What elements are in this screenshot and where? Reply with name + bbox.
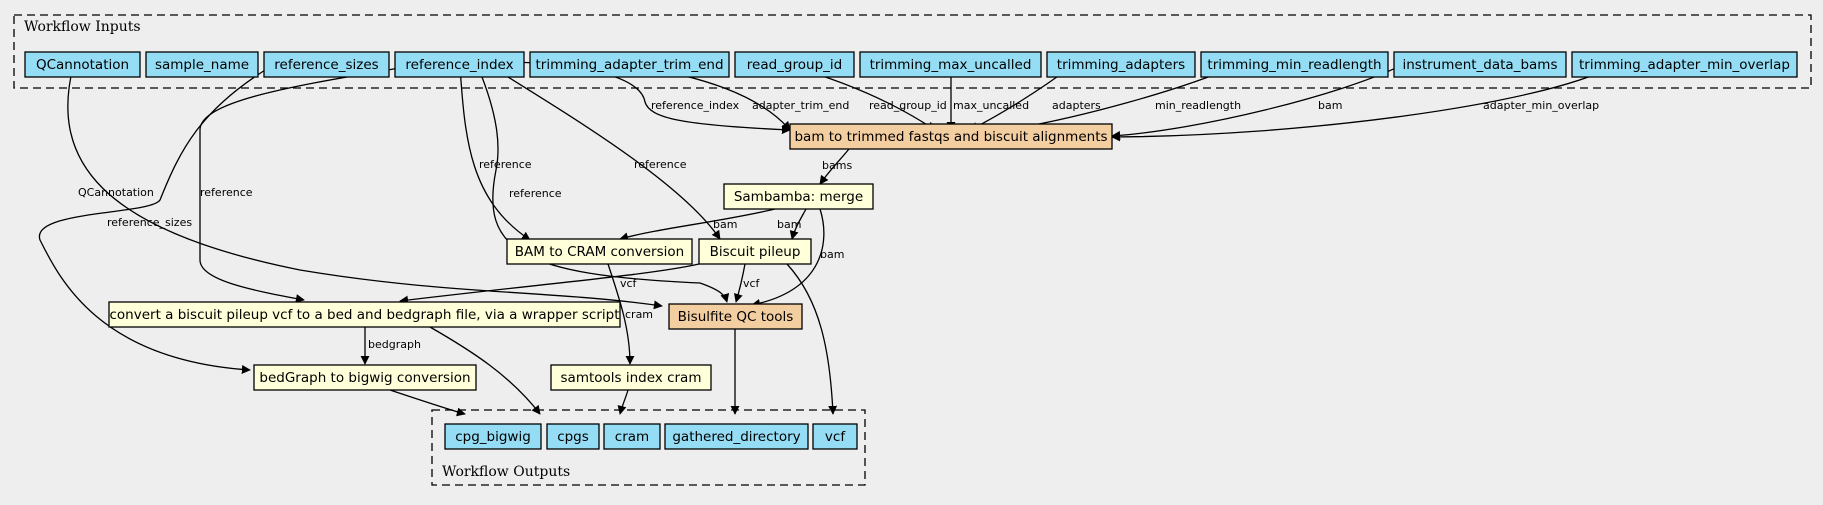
node-label: trimming_adapters — [1057, 57, 1185, 73]
output-node-gathered-directory[interactable]: gathered_directory — [664, 423, 809, 450]
step-node-bisulfite-qc-tools[interactable]: Bisulfite QC tools — [668, 303, 803, 330]
input-node-trimming-adapter-min-overlap[interactable]: trimming_adapter_min_overlap — [1571, 51, 1798, 78]
edge-label-reference-qc: reference — [509, 187, 562, 200]
node-label: cpgs — [557, 429, 589, 445]
nodes: QCannotation sample_name reference_sizes… — [24, 51, 1798, 450]
step-node-convert-pileup-vcf[interactable]: convert a biscuit pileup vcf to a bed an… — [108, 301, 621, 328]
edge-label-read-group-id: read_group_id — [869, 99, 947, 112]
workflow-outputs-label: Workflow Outputs — [442, 464, 570, 480]
edge-reference-to-convert: reference — [199, 66, 406, 303]
edge-label-bam-cram: bam — [713, 218, 737, 231]
node-label: bedGraph to bigwig conversion — [259, 370, 470, 386]
edge-label-bedgraph: bedgraph — [368, 338, 421, 351]
edge-label-bams: bams — [822, 159, 852, 172]
node-label: read_group_id — [747, 57, 842, 73]
node-label: QCannotation — [36, 57, 129, 73]
node-label: gathered_directory — [672, 429, 800, 445]
edge-pileup-to-convert: vcf — [399, 263, 700, 305]
edge-merge-to-pileup: bam — [777, 208, 807, 240]
step-node-bedgraph-to-bigwig[interactable]: bedGraph to bigwig conversion — [253, 364, 477, 391]
edge-label-reference-sizes: reference_sizes — [107, 216, 192, 229]
node-label: Sambamba: merge — [734, 189, 863, 205]
step-node-bam-to-trimmed-fastqs[interactable]: bam to trimmed fastqs and biscuit alignm… — [789, 123, 1113, 150]
workflow-outputs-cluster: Workflow Outputs — [431, 409, 866, 486]
edge-pileup-to-qc: vcf — [734, 263, 761, 303]
step-node-samtools-index-cram[interactable]: samtools index cram — [550, 364, 712, 391]
output-node-cpg-bigwig[interactable]: cpg_bigwig — [444, 423, 542, 450]
step-node-sambamba-merge[interactable]: Sambamba: merge — [723, 183, 874, 210]
edge-reference-sizes-to-bigwig: reference_sizes — [39, 66, 271, 374]
edge-label-bam-qc: bam — [820, 248, 844, 261]
input-node-instrument-data-bams[interactable]: instrument_data_bams — [1393, 51, 1567, 78]
node-label: reference_index — [405, 57, 513, 73]
node-label: trimming_adapter_min_overlap — [1579, 57, 1790, 73]
edge-label-vcf-qc: vcf — [743, 277, 761, 290]
edge-label-reference-pileup: reference — [634, 158, 687, 171]
node-label: Biscuit pileup — [710, 244, 801, 260]
edge-bigwig-to-cpg-bigwig — [389, 389, 466, 417]
node-label: cpg_bigwig — [455, 429, 531, 445]
output-node-cram[interactable]: cram — [603, 423, 661, 450]
edge-trimmed-to-merge: bams — [819, 148, 852, 185]
input-node-trimming-adapter-trim-end[interactable]: trimming_adapter_trim_end — [529, 51, 730, 78]
workflow-inputs-label: Workflow Inputs — [24, 19, 141, 35]
input-node-reference-index[interactable]: reference_index — [394, 51, 525, 78]
edge-label-adapter-trim-end: adapter_trim_end — [752, 99, 849, 112]
edge-label-min-readlength: min_readlength — [1155, 99, 1241, 112]
node-label: sample_name — [155, 57, 249, 73]
edge-cram-to-samtools: cram — [607, 263, 653, 365]
input-node-reference-sizes[interactable]: reference_sizes — [263, 51, 390, 78]
edge-label-qcannotation: QCannotation — [78, 186, 154, 199]
edge-reference-to-pileup: reference — [491, 66, 721, 240]
input-node-sample-name[interactable]: sample_name — [145, 51, 259, 78]
edge-label-bam-pileup: bam — [777, 218, 801, 231]
node-label: trimming_adapter_trim_end — [535, 57, 723, 73]
node-label: reference_sizes — [274, 57, 378, 73]
edge-label-max-uncalled: max_uncalled — [953, 99, 1029, 112]
input-node-trimming-min-readlength[interactable]: trimming_min_readlength — [1200, 51, 1389, 78]
edge-label-reference-convert: reference — [200, 186, 253, 199]
node-label: instrument_data_bams — [1403, 57, 1558, 73]
edge-label-bam: bam — [1318, 99, 1342, 112]
edge-qcannotation-to-qc: QCannotation — [67, 66, 663, 310]
output-node-cpgs[interactable]: cpgs — [546, 423, 600, 450]
edge-label-vcf-convert: vcf — [620, 277, 638, 290]
edge-label-adapter-min-overlap: adapter_min_overlap — [1483, 99, 1599, 112]
edge-pileup-to-vcf-output — [786, 263, 838, 415]
node-label: vcf — [825, 429, 846, 445]
edge-convert-to-bigwig: bedgraph — [360, 327, 421, 365]
node-label: samtools index cram — [561, 370, 702, 386]
edge-label-reference-cram: reference — [479, 158, 532, 171]
workflow-inputs-cluster: Workflow Inputs — [13, 14, 1812, 89]
edge-label-adapters: adapters — [1052, 99, 1101, 112]
node-label: trimming_min_readlength — [1207, 57, 1381, 73]
input-node-read-group-id[interactable]: read_group_id — [734, 51, 855, 78]
node-label: cram — [615, 429, 649, 445]
edge-merge-to-qc: bam — [751, 208, 844, 308]
node-label: BAM to CRAM conversion — [515, 244, 684, 260]
edge-min-overlap-to-trimmed: adapter_min_overlap — [1111, 65, 1615, 142]
output-node-vcf[interactable]: vcf — [812, 423, 858, 450]
edge-label-cram-index: cram — [625, 308, 653, 321]
node-label: trimming_max_uncalled — [870, 57, 1032, 73]
edge-reference-to-cram: reference — [459, 66, 532, 241]
edges: reference_index adapter_trim_end read_gr… — [39, 61, 1615, 417]
step-node-biscuit-pileup[interactable]: Biscuit pileup — [698, 238, 812, 265]
step-node-bam-to-cram[interactable]: BAM to CRAM conversion — [506, 238, 693, 265]
edge-samtools-to-cram-output — [617, 389, 629, 415]
edge-convert-to-cpgs — [429, 326, 541, 415]
input-node-trimming-adapters[interactable]: trimming_adapters — [1046, 51, 1196, 78]
input-node-qcannotation[interactable]: QCannotation — [24, 51, 141, 78]
edge-merge-to-cram: bam — [619, 208, 776, 242]
edge-label-reference-index: reference_index — [651, 99, 740, 112]
node-label: convert a biscuit pileup vcf to a bed an… — [109, 307, 619, 323]
input-node-trimming-max-uncalled[interactable]: trimming_max_uncalled — [859, 51, 1042, 78]
node-label: Bisulfite QC tools — [678, 309, 794, 325]
node-label: bam to trimmed fastqs and biscuit alignm… — [794, 129, 1107, 145]
